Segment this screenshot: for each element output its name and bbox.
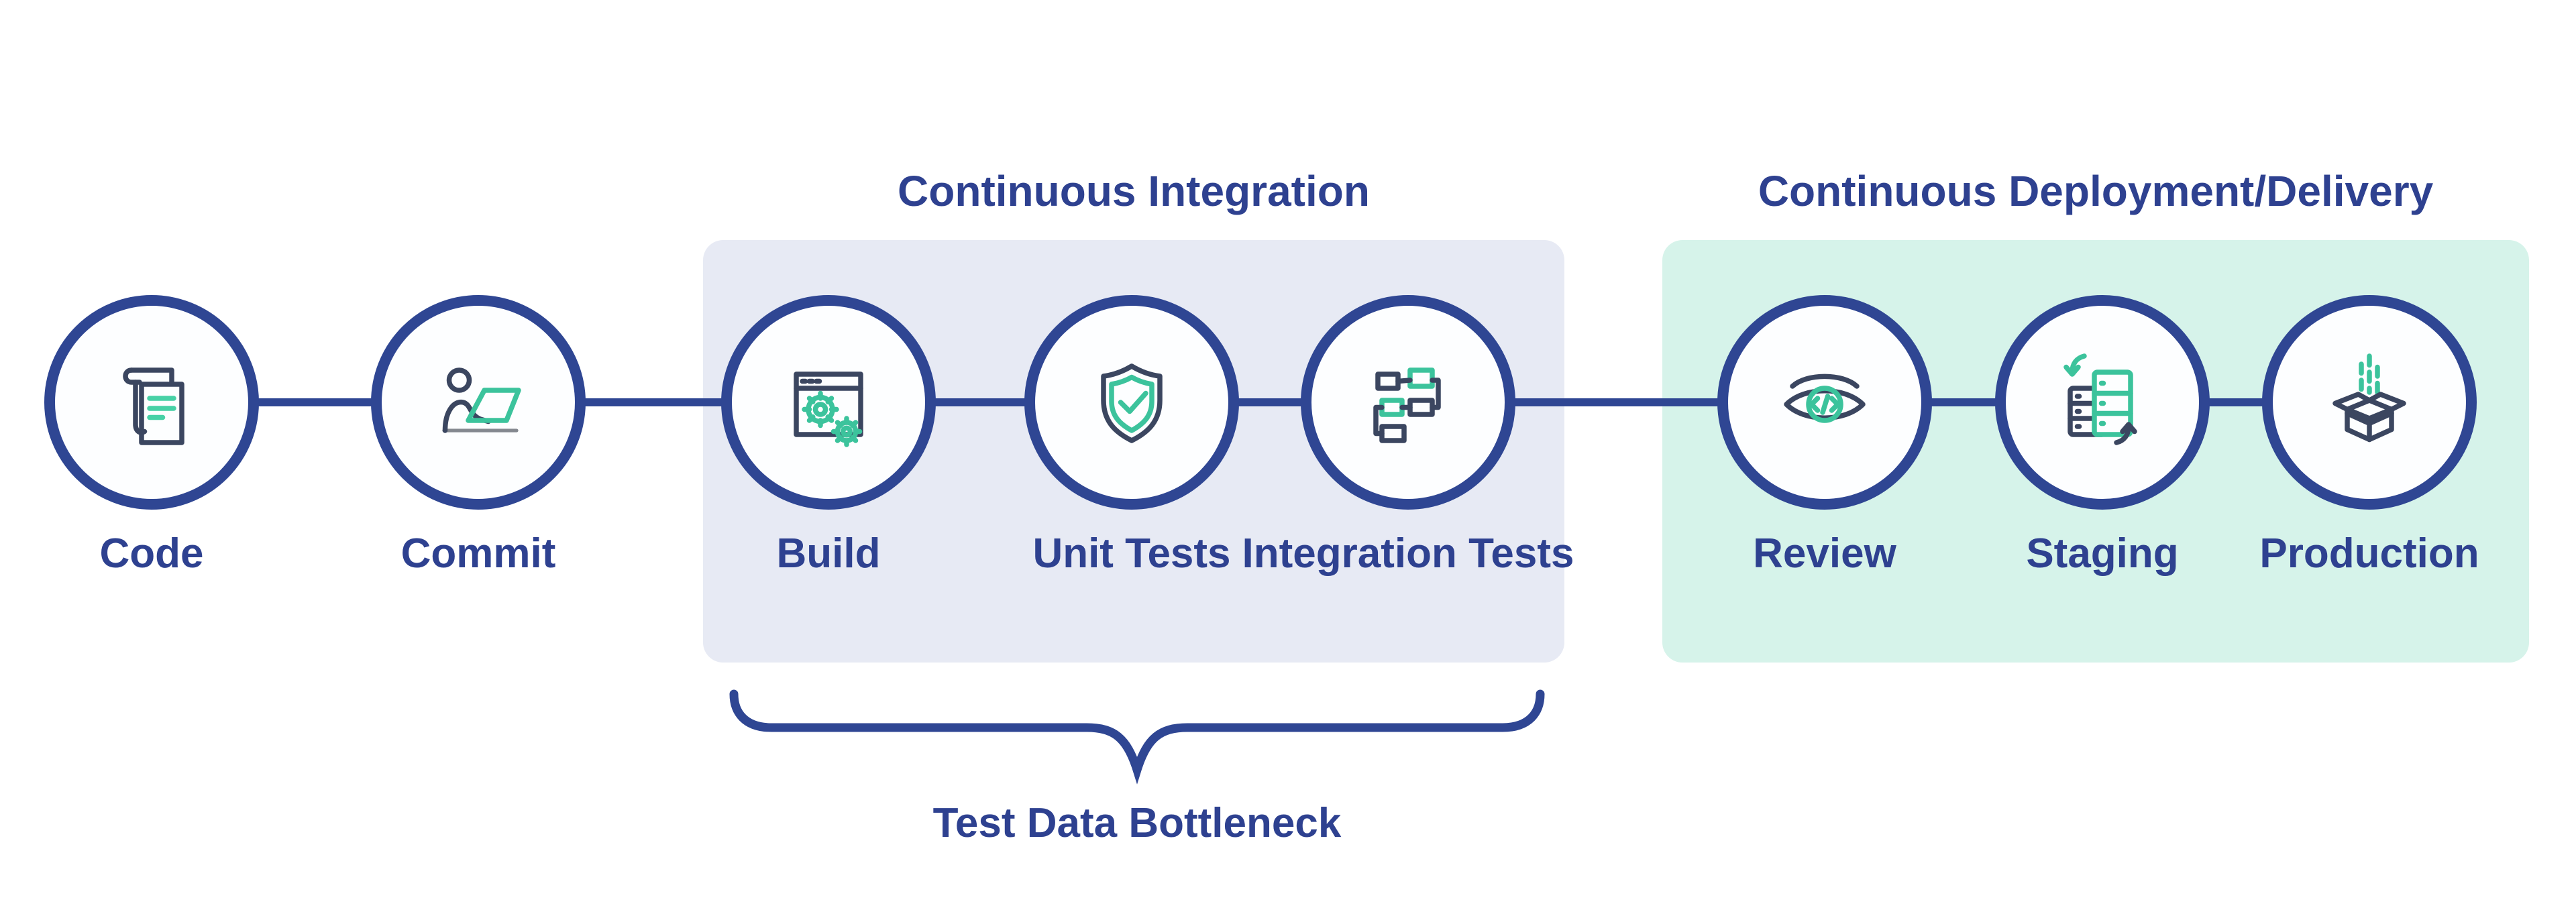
stage-label-staging: Staging xyxy=(2026,530,2179,577)
documents-icon xyxy=(123,367,184,445)
stage-label-integration-tests: Integration Tests xyxy=(1242,530,1574,577)
stage-circle-review xyxy=(1717,295,1932,510)
stage-circle-production xyxy=(2262,295,2477,510)
servers-sync-icon xyxy=(2063,353,2137,445)
stage-label-commit: Commit xyxy=(400,530,556,577)
stage-circle-staging xyxy=(1995,295,2210,510)
stage-label-production: Production xyxy=(2259,530,2479,577)
open-box-launch-icon xyxy=(2332,353,2406,443)
stage-circle-integration-tests xyxy=(1301,295,1515,510)
continuous-integration-title: Continuous Integration xyxy=(898,167,1370,215)
stage-circle-build xyxy=(721,295,936,510)
stage-label-review: Review xyxy=(1753,530,1896,577)
window-gears-icon xyxy=(794,371,863,447)
bottleneck-label: Test Data Bottleneck xyxy=(932,800,1342,846)
eye-code-icon xyxy=(1784,374,1866,423)
stage-label-build: Build xyxy=(776,530,881,577)
stage-circle-unit-tests xyxy=(1024,295,1239,510)
person-laptop-icon xyxy=(442,367,521,433)
curly-brace-icon xyxy=(729,689,1545,785)
shield-check-icon xyxy=(1101,363,1163,443)
stage-label-unit-tests: Unit Tests xyxy=(1032,530,1231,577)
blocks-flow-icon xyxy=(1373,367,1441,443)
bottleneck-brace xyxy=(724,684,1550,785)
continuous-deployment-title: Continuous Deployment/Delivery xyxy=(1758,167,2434,215)
stage-label-code: Code xyxy=(99,530,204,577)
stage-circle-commit xyxy=(371,295,586,510)
stage-circle-code xyxy=(44,295,259,510)
